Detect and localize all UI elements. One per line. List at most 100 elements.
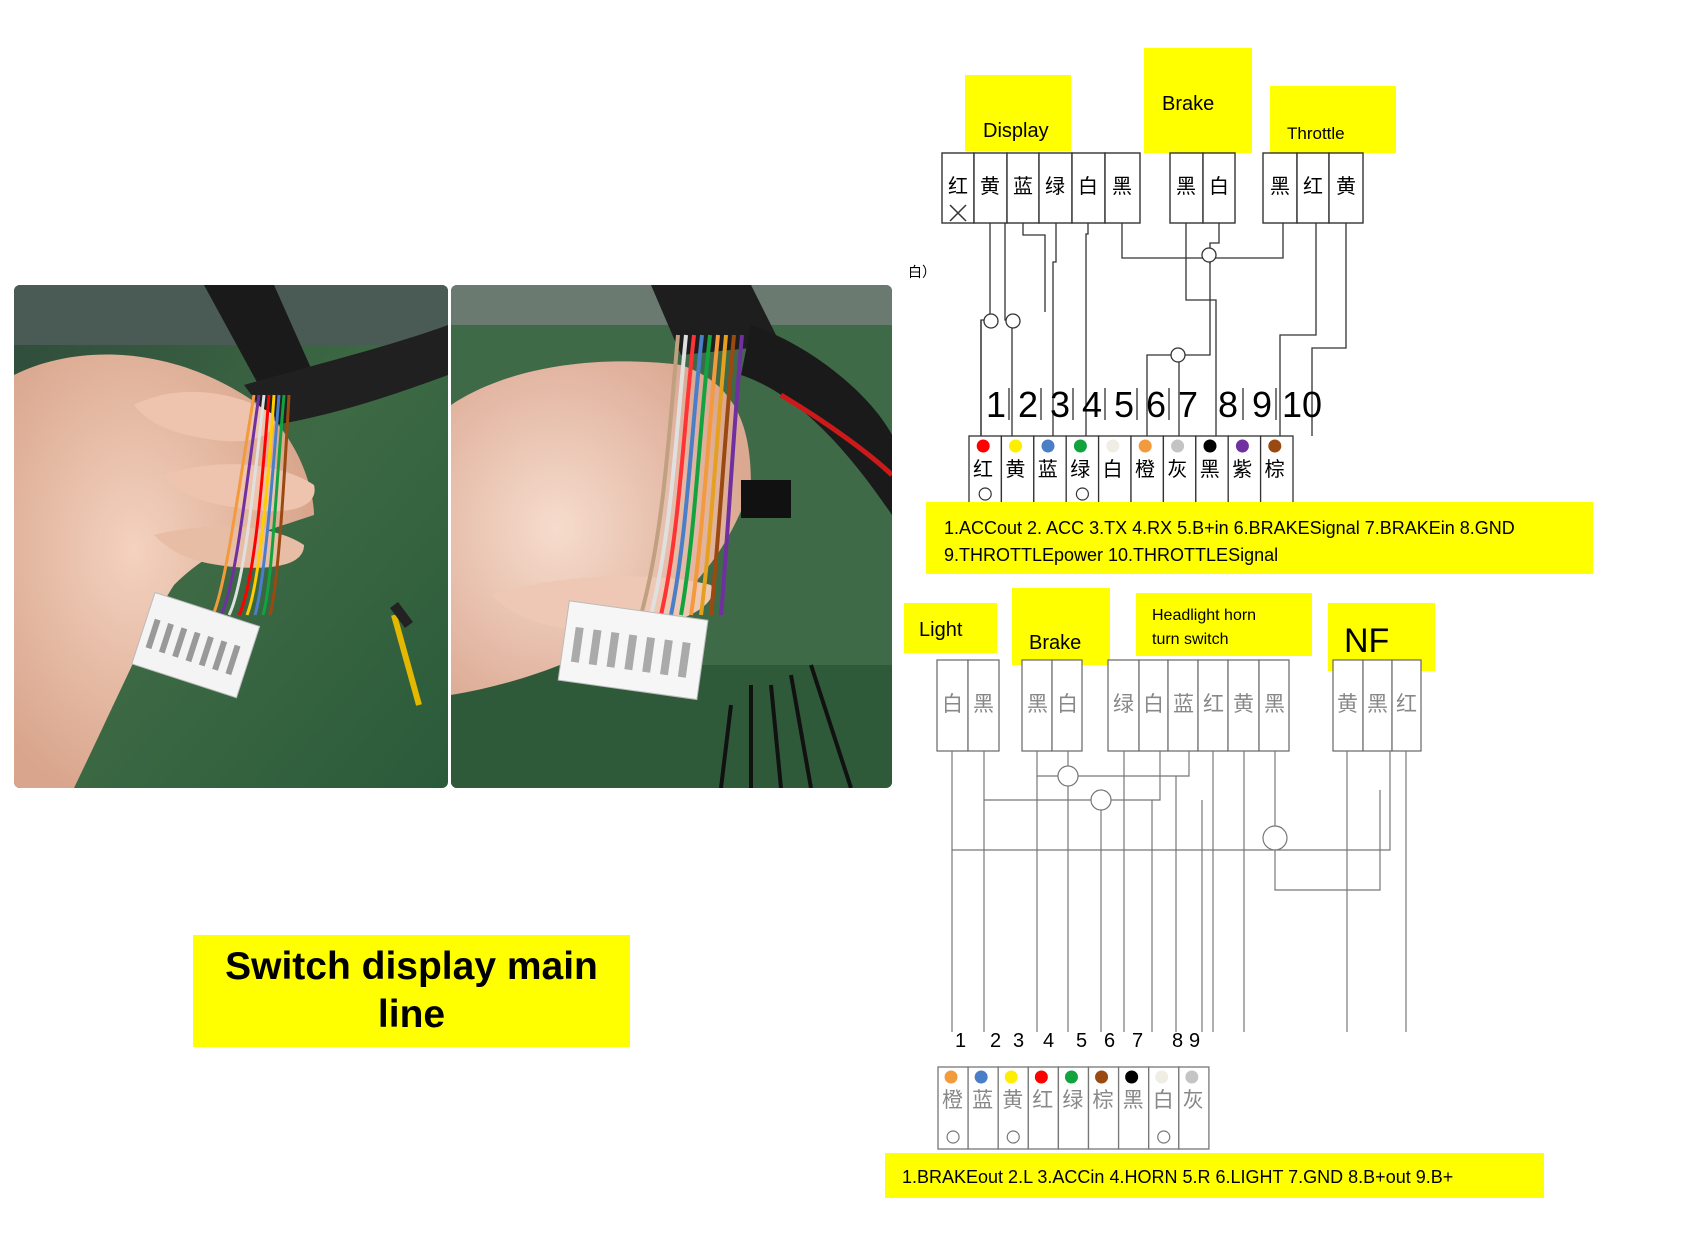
nfc-label-line-1: NF bbox=[1344, 622, 1389, 660]
bottom-pin-marker-1 bbox=[946, 1130, 960, 1144]
bottom-pin-color-dot-4 bbox=[1034, 1070, 1048, 1084]
throttle-pin-2: 红 bbox=[1303, 174, 1323, 198]
top-pin-color-dot-9 bbox=[1235, 439, 1249, 453]
bottom-brake-pin-2: 白 bbox=[1057, 692, 1078, 716]
top-pin-color-dot-6 bbox=[1138, 439, 1152, 453]
switch-pin-5: 黄 bbox=[1233, 692, 1254, 716]
top-pin-color-dot-4 bbox=[1073, 439, 1087, 453]
bottom-pin-number-6: 6 bbox=[1104, 1030, 1115, 1052]
brake-label-box-top bbox=[1144, 48, 1252, 153]
bottom-pin-marker-8 bbox=[1157, 1130, 1171, 1144]
top-wiring-diagram: Display Brake Throttle 红 黄 蓝 绿 白 黑 黑 白 黑… bbox=[908, 48, 1593, 574]
light-pin-1: 白 bbox=[942, 692, 963, 716]
bottom-pin-marker-3 bbox=[1006, 1130, 1020, 1144]
top-pin-label-10: 棕 bbox=[1265, 457, 1285, 481]
bottom-pin-label-7: 黑 bbox=[1123, 1088, 1144, 1112]
bottom-pin-number-8: 8 bbox=[1172, 1030, 1183, 1052]
bottom-pin-color-dot-9 bbox=[1185, 1070, 1199, 1084]
top-pin-marker-1 bbox=[978, 487, 992, 501]
top-legend-box bbox=[926, 502, 1593, 574]
top-pin-marker-4 bbox=[1075, 487, 1090, 501]
harness-photo-left-image bbox=[14, 285, 448, 788]
top-pin-label-7: 灰 bbox=[1167, 457, 1187, 481]
top-pin-label-8: 黑 bbox=[1200, 457, 1220, 481]
bottom-connector: 橙蓝黄红绿棕黑白灰 bbox=[937, 1066, 1210, 1150]
bottom-pin-label-4: 红 bbox=[1032, 1088, 1053, 1112]
top-pin-label-4: 绿 bbox=[1070, 457, 1090, 481]
top-pin-number-4: 4 bbox=[1082, 384, 1102, 425]
bottom-pin-color-dot-5 bbox=[1064, 1070, 1078, 1084]
brake-pin-2: 白 bbox=[1209, 174, 1229, 198]
top-pin-label-3: 蓝 bbox=[1038, 457, 1058, 481]
bottom-pin-label-1: 橙 bbox=[942, 1088, 963, 1112]
top-pin-color-dot-1 bbox=[976, 439, 990, 453]
display-label-box bbox=[965, 75, 1071, 151]
bottom-pin-number-1: 1 bbox=[955, 1030, 966, 1052]
top-pin-label-5: 白 bbox=[1103, 457, 1123, 481]
bottom-pin-number-2: 2 bbox=[990, 1030, 1001, 1052]
brake-pin-1: 黑 bbox=[1176, 174, 1196, 198]
top-legend-line-2: 9.THROTTLEpower 10.THROTTLESignal bbox=[944, 545, 1278, 565]
display-pin-2: 黄 bbox=[980, 174, 1000, 198]
top-pin-label-1: 红 bbox=[973, 457, 993, 481]
bottom-pin-color-dot-2 bbox=[974, 1070, 988, 1084]
switch-pin-6: 黑 bbox=[1264, 692, 1285, 716]
stray-note: 白） bbox=[908, 265, 936, 281]
top-pin-color-dot-2 bbox=[1009, 439, 1023, 453]
nfc-pin-3: 红 bbox=[1396, 692, 1417, 716]
bottom-pin-color-dot-7 bbox=[1125, 1070, 1139, 1084]
top-pin-number-9: 9 bbox=[1252, 384, 1272, 425]
throttle-pin-3: 黄 bbox=[1336, 174, 1356, 198]
display-pin-3: 蓝 bbox=[1013, 174, 1033, 198]
caption-box: Switch display main line bbox=[193, 935, 630, 1047]
switch-label-line-1: Headlight horn bbox=[1152, 607, 1256, 624]
top-pin-number-7: 7 bbox=[1178, 384, 1198, 425]
bottom-brake-pin-1: 黑 bbox=[1027, 692, 1048, 716]
bottom-pin-color-dot-1 bbox=[944, 1070, 958, 1084]
throttle-pin-1: 黑 bbox=[1270, 174, 1290, 198]
top-pin-color-dot-5 bbox=[1106, 439, 1120, 453]
bottom-pin-number-7: 7 bbox=[1132, 1030, 1143, 1052]
switch-label-line-2: turn switch bbox=[1152, 631, 1228, 648]
bottom-wiring-diagram: Light Brake Headlight horn turn switch N… bbox=[885, 588, 1544, 1198]
unused-pin-cross-icon bbox=[949, 204, 967, 222]
top-connector: 红黄蓝绿白橙灰黑紫棕 bbox=[968, 435, 1294, 507]
bottom-pin-number-9: 9 bbox=[1189, 1030, 1200, 1052]
harness-photo-right bbox=[451, 285, 892, 788]
display-pin-1: 红 bbox=[948, 174, 968, 198]
display-label: Display bbox=[983, 120, 1049, 142]
top-pin-color-dot-10 bbox=[1268, 439, 1282, 453]
switch-pin-1: 绿 bbox=[1113, 692, 1134, 716]
top-pin-label-2: 黄 bbox=[1005, 457, 1025, 481]
top-pin-number-3: 3 bbox=[1050, 384, 1070, 425]
throttle-label-box bbox=[1270, 86, 1396, 153]
display-pin-6: 黑 bbox=[1112, 174, 1132, 198]
bottom-legend-box bbox=[885, 1153, 1544, 1198]
harness-photo-right-image bbox=[451, 285, 892, 788]
brake-label-top: Brake bbox=[1162, 93, 1214, 115]
nfc-pin-1: 黄 bbox=[1337, 692, 1358, 716]
nfc-pin-2: 黑 bbox=[1367, 692, 1388, 716]
bottom-wires bbox=[951, 751, 1407, 1032]
switch-pin-2: 白 bbox=[1143, 692, 1164, 716]
top-pin-color-dot-7 bbox=[1171, 439, 1185, 453]
bottom-pin-color-dot-3 bbox=[1004, 1070, 1018, 1084]
bottom-pin-number-5: 5 bbox=[1076, 1030, 1087, 1052]
switch-pin-3: 蓝 bbox=[1173, 692, 1194, 716]
bottom-pin-number-3: 3 bbox=[1013, 1030, 1024, 1052]
top-pin-number-10: 10 bbox=[1282, 384, 1322, 425]
caption-text: Switch display main line bbox=[225, 945, 598, 1036]
display-pin-4: 绿 bbox=[1045, 174, 1065, 198]
bottom-pin-label-5: 绿 bbox=[1062, 1088, 1083, 1112]
light-pin-2: 黑 bbox=[973, 692, 994, 716]
bottom-legend: 1.BRAKEout 2.L 3.ACCin 4.HORN 5.R 6.LIGH… bbox=[902, 1167, 1453, 1187]
top-legend-line-1: 1.ACCout 2. ACC 3.TX 4.RX 5.B+in 6.BRAKE… bbox=[944, 518, 1515, 538]
bottom-pin-label-6: 棕 bbox=[1093, 1088, 1114, 1112]
top-pin-cell-10 bbox=[1259, 435, 1294, 507]
brake-label-bottom: Brake bbox=[1029, 632, 1081, 654]
top-pin-label-9: 紫 bbox=[1232, 457, 1252, 481]
bottom-pin-label-3: 黄 bbox=[1002, 1088, 1023, 1112]
bottom-pin-number-4: 4 bbox=[1043, 1030, 1054, 1052]
top-pin-number-1: 1 bbox=[986, 384, 1006, 425]
